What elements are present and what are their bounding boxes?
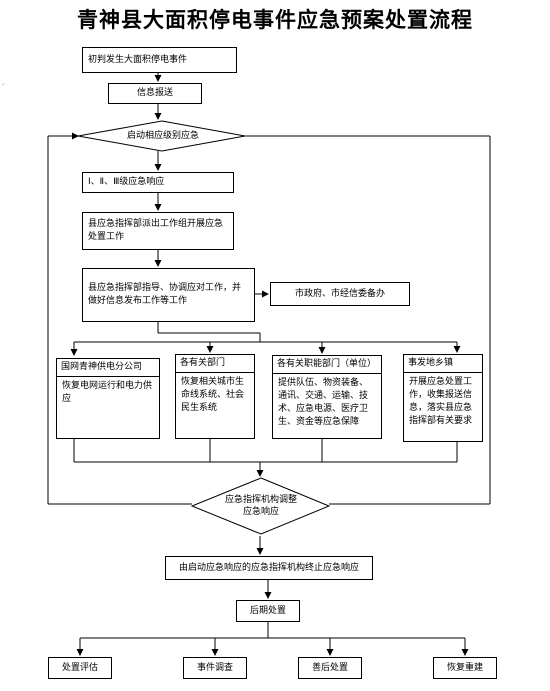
- decision-diamond-start: [77, 120, 246, 152]
- final-aftercare-text: 善后处置: [311, 662, 348, 673]
- node-terminate-response-text: 由启动应急响应的应急指挥机构终止应急响应: [178, 562, 359, 573]
- page-title: 青神县大面积停电事件应急预案处置流程: [77, 7, 473, 32]
- node-dispatch-team-text: 县应急指挥部派出工作组开展应急处置工作: [88, 219, 224, 242]
- unit-grid-company: 国网青神供电分公司 恢复电网运行和电力供应: [56, 358, 160, 439]
- final-investigation: 事件调查: [183, 657, 247, 679]
- unit-functional-depts-body: 提供队伍、物资装备、通讯、交通、运输、技术、应急电源、医疗卫生、资金等应急保障: [278, 378, 369, 427]
- unit-township-header: 事发地乡镇: [404, 355, 482, 373]
- node-terminate-response: 由启动应急响应的应急指挥机构终止应急响应: [165, 556, 373, 580]
- node-city-report-text: 市政府、市经信委备办: [294, 288, 385, 299]
- corner-mark-icon: ᐟ: [2, 82, 5, 90]
- unit-departments-header: 各有关部门: [176, 355, 254, 373]
- decision-diamond-adjust: [190, 477, 331, 535]
- unit-grid-company-header: 国网青神供电分公司: [57, 359, 159, 377]
- node-guidance-coordination-text: 县应急指挥部指导、协调应对工作，并做好信息发布工作等工作: [88, 283, 242, 306]
- node-city-report: 市政府、市经信委备办: [270, 282, 410, 306]
- unit-township: 事发地乡镇 开展应急处置工作，收集报送信息，落实县应急指挥部有关要求: [403, 354, 483, 442]
- node-initial-judgement-text: 初判发生大面积停电事件: [88, 54, 188, 65]
- unit-functional-depts: 各有关职能部门（单位） 提供队伍、物资装备、通讯、交通、运输、技术、应急电源、医…: [272, 355, 382, 439]
- diamond-adjust-text: 应急指挥机构调整应急响应: [225, 495, 298, 517]
- node-response-levels-text: Ⅰ、Ⅱ、Ⅲ级应急响应: [88, 177, 165, 187]
- node-dispatch-team: 县应急指挥部派出工作组开展应急处置工作: [82, 212, 234, 250]
- node-post-handling: 后期处置: [236, 600, 300, 622]
- node-info-report-text: 信息报送: [136, 88, 173, 98]
- unit-functional-depts-header: 各有关职能部门（单位）: [273, 356, 381, 374]
- unit-township-body: 开展应急处置工作，收集报送信息，落实县应急指挥部有关要求: [409, 377, 473, 426]
- diamond-start-text: 启动相应级别应急: [126, 131, 199, 141]
- node-info-report: 信息报送: [108, 83, 202, 104]
- final-investigation-text: 事件调查: [196, 662, 233, 673]
- node-response-levels: Ⅰ、Ⅱ、Ⅲ级应急响应: [82, 172, 234, 193]
- node-post-handling-text: 后期处置: [249, 605, 286, 616]
- unit-departments-body: 恢复相关城市生命线系统、社会民生系统: [181, 377, 245, 413]
- final-assessment-text: 处置评估: [61, 662, 98, 673]
- unit-departments: 各有关部门 恢复相关城市生命线系统、社会民生系统: [175, 354, 255, 439]
- node-guidance-coordination: 县应急指挥部指导、协调应对工作，并做好信息发布工作等工作: [82, 268, 255, 322]
- final-reconstruction: 恢复重建: [433, 657, 497, 679]
- final-reconstruction-text: 恢复重建: [446, 662, 483, 673]
- final-assessment: 处置评估: [48, 657, 112, 679]
- final-aftercare: 善后处置: [298, 657, 362, 679]
- node-initial-judgement: 初判发生大面积停电事件: [82, 47, 237, 73]
- unit-grid-company-body: 恢复电网运行和电力供应: [62, 381, 153, 404]
